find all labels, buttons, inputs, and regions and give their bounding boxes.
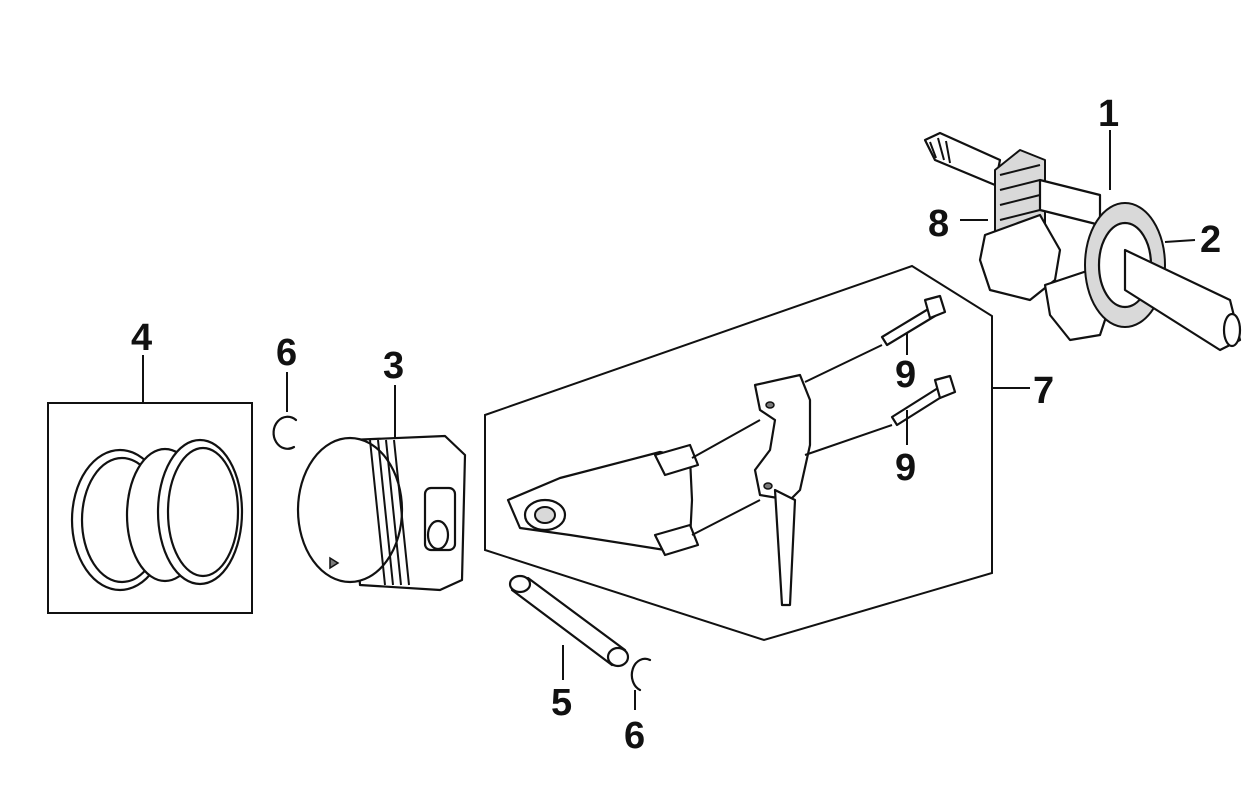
piston-illustration	[296, 434, 467, 592]
rod-cap-illustration	[753, 373, 812, 607]
rod-bolt-upper-illustration	[880, 294, 947, 347]
callout-crank-gear: 2	[1200, 219, 1221, 261]
piston-pin-clip-upper-illustration	[272, 415, 298, 450]
callout-piston-ring-set: 4	[131, 317, 152, 359]
piston-pin-illustration	[508, 574, 630, 668]
rod-bolt-lower-illustration	[890, 374, 957, 427]
leader-lines	[142, 130, 1196, 710]
con-rod-box	[484, 264, 993, 642]
connecting-rod-illustration	[506, 443, 700, 557]
callout-piston-pin-clip-lower: 6	[624, 715, 645, 757]
piston-ring-set-illustration	[47, 402, 253, 614]
callout-crankshaft: 1	[1098, 93, 1119, 135]
piston-pin-clip-lower-illustration	[630, 657, 652, 692]
callout-piston: 3	[383, 345, 404, 387]
callout-timing-gear: 8	[928, 203, 949, 245]
crankshaft-illustration	[923, 131, 1242, 352]
callout-piston-pin: 5	[551, 682, 572, 724]
callout-rod-bolt-lower: 9	[895, 447, 916, 489]
callout-piston-pin-clip-upper: 6	[276, 332, 297, 374]
callout-connecting-rod-assembly: 7	[1033, 370, 1054, 412]
ring-set-box	[47, 402, 253, 614]
callout-rod-bolt-upper: 9	[895, 354, 916, 396]
